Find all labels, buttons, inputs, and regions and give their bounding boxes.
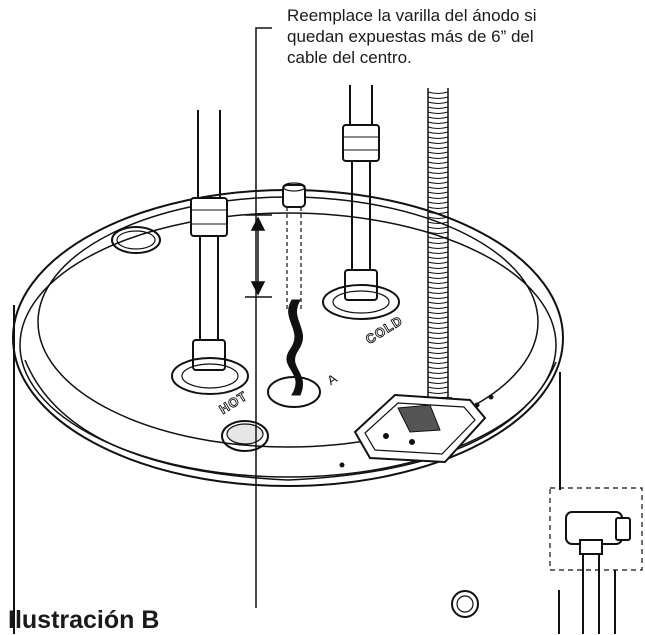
tank-lid-outer bbox=[12, 189, 564, 487]
flexible-conduit bbox=[422, 88, 454, 421]
cold-water-pipe bbox=[322, 85, 400, 320]
illustration-caption: Ilustración B bbox=[8, 606, 160, 634]
callout-leader-line bbox=[255, 27, 272, 608]
anode-rod bbox=[267, 182, 321, 408]
inspection-plug-inner bbox=[116, 230, 156, 250]
front-plug bbox=[221, 420, 269, 452]
tank-lid-rim-lower bbox=[24, 359, 557, 481]
front-plug-inner bbox=[226, 423, 264, 445]
anode-port bbox=[267, 376, 321, 408]
relief-valve-inset bbox=[549, 487, 643, 634]
drain-plug bbox=[451, 590, 479, 618]
callout-line-3: cable del centro. bbox=[287, 48, 412, 67]
callout-line-2: quedan expuestas más de 6” del bbox=[287, 27, 534, 46]
junction-box bbox=[353, 393, 487, 464]
inspection-plug bbox=[111, 226, 161, 254]
hot-water-pipe bbox=[171, 110, 249, 395]
tank-lid-rim bbox=[19, 212, 557, 478]
anode-label: A bbox=[324, 371, 340, 388]
anode-core-wire bbox=[286, 299, 304, 396]
anode-replacement-callout: Reemplace la varilla del ánodo si quedan… bbox=[287, 5, 627, 68]
six-inch-dimension bbox=[245, 214, 272, 298]
callout-line-1: Reemplace la varilla del ánodo si bbox=[287, 6, 537, 25]
